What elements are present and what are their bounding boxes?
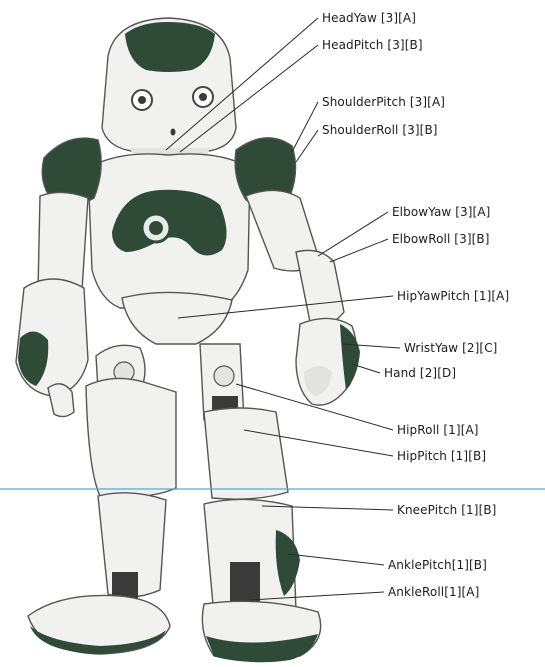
- label-shoulder-roll: ShoulderRoll [3][B]: [322, 123, 438, 137]
- leader-shoulder-roll: [295, 129, 319, 163]
- leader-ankle-roll: [249, 591, 385, 601]
- joint-labels: HeadYaw [3][A] HeadPitch [3][B] Shoulder…: [322, 11, 509, 599]
- label-ankle-roll: AnkleRoll[1][A]: [388, 585, 479, 599]
- label-hip-pitch: HipPitch [1][B]: [397, 449, 486, 463]
- label-elbow-roll: ElbowRoll [3][B]: [392, 232, 490, 246]
- label-shoulder-pitch: ShoulderPitch [3][A]: [322, 95, 445, 109]
- label-hip-roll: HipRoll [1][A]: [397, 423, 479, 437]
- robot-left-foot: [27, 594, 171, 655]
- robot-right-thigh: [203, 407, 289, 500]
- label-elbow-yaw: ElbowYaw [3][A]: [392, 205, 490, 219]
- leader-elbow-yaw: [317, 211, 389, 257]
- label-ankle-pitch: AnklePitch[1][B]: [388, 558, 487, 572]
- robot-pelvis: [121, 291, 233, 345]
- robot-head: [101, 17, 237, 160]
- leader-shoulder-pitch: [291, 101, 319, 153]
- leader-hand: [351, 363, 381, 374]
- leader-lines: [165, 17, 401, 601]
- label-knee-pitch: KneePitch [1][B]: [397, 503, 496, 517]
- robot-left-shoulder: [41, 137, 102, 207]
- robot-hip-joints: [95, 343, 245, 421]
- leader-hip-pitch: [243, 429, 394, 457]
- label-hand: Hand [2][D]: [384, 366, 456, 380]
- label-wrist-yaw: WristYaw [2][C]: [404, 341, 497, 355]
- leader-hip-roll: [235, 383, 394, 431]
- robot-left-arm: [15, 191, 89, 418]
- robot-right-arm: [245, 189, 360, 406]
- leader-head-yaw: [165, 17, 319, 151]
- label-hip-yaw-pitch: HipYawPitch [1][A]: [397, 289, 509, 303]
- leader-elbow-roll: [329, 238, 389, 263]
- label-head-yaw: HeadYaw [3][A]: [322, 11, 416, 25]
- leader-head-pitch: [179, 44, 319, 153]
- robot-left-thigh: [85, 377, 177, 498]
- robot-right-ankle: [230, 562, 260, 602]
- robot-illustration: [15, 17, 360, 663]
- leader-hip-yaw-pitch: [177, 295, 394, 319]
- leader-knee-pitch: [261, 505, 394, 511]
- robot-torso: [87, 153, 251, 309]
- leader-ankle-pitch: [287, 553, 385, 566]
- label-head-pitch: HeadPitch [3][B]: [322, 38, 423, 52]
- leader-wrist-yaw: [341, 343, 401, 349]
